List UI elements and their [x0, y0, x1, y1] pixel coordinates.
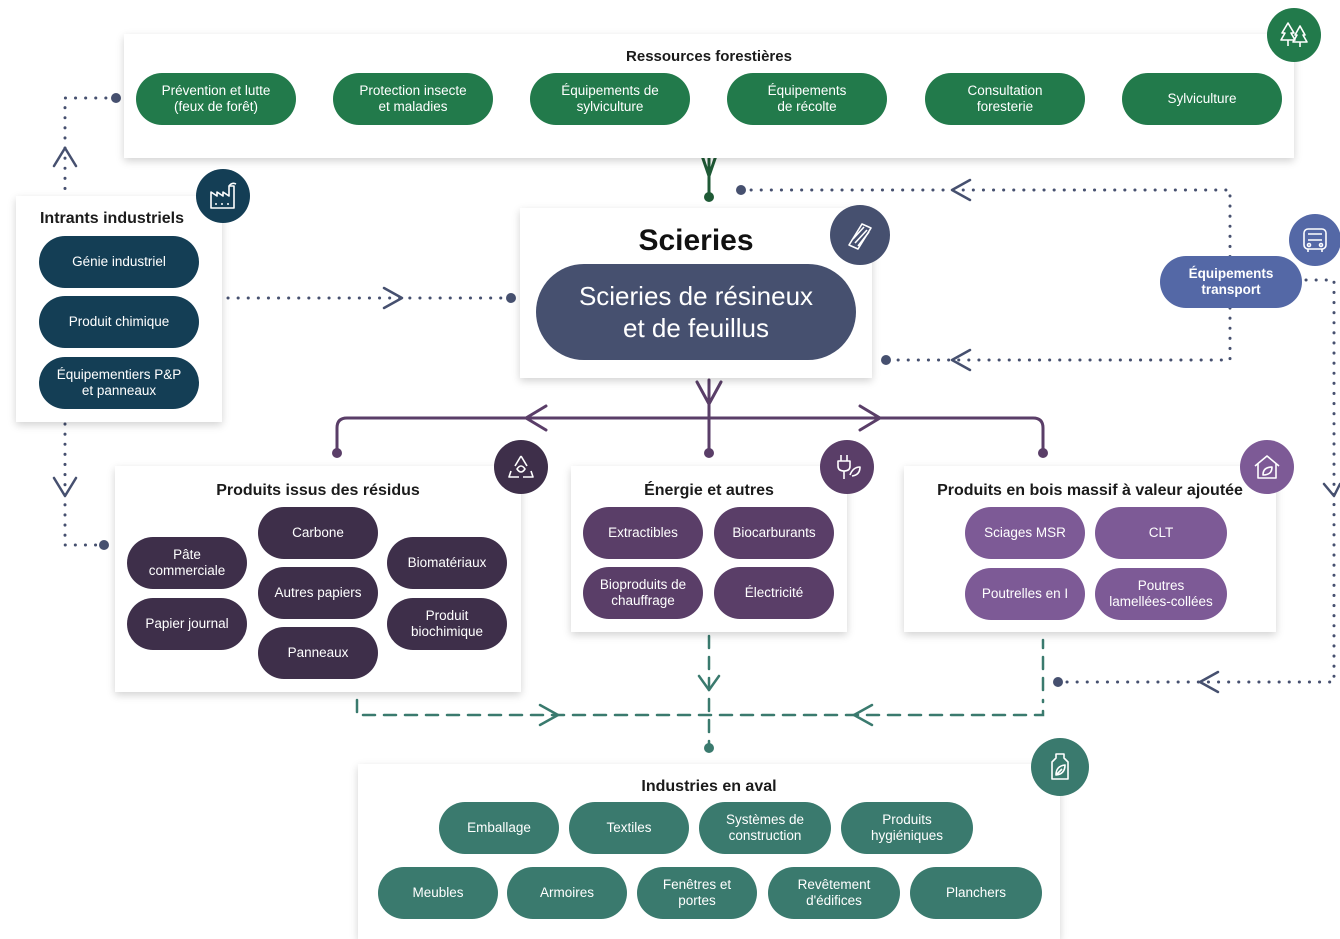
truck-icon	[1289, 214, 1340, 266]
aval-armoires[interactable]: Armoires	[507, 867, 627, 919]
energie-title: Énergie et autres	[644, 482, 774, 499]
resources-panel: Ressources forestières	[124, 34, 1294, 158]
scieries-panel: Scieries Scieries de résineux et de feui…	[520, 208, 872, 378]
bois-title: Produits en bois massif à valeur ajoutée	[937, 482, 1243, 499]
factory-icon	[196, 169, 250, 223]
bois-poutres-lamellees[interactable]: Poutres lamellées-collées	[1095, 568, 1227, 620]
energie-biocarburants[interactable]: Biocarburants	[714, 507, 834, 559]
residus-title: Produits issus des résidus	[216, 482, 420, 499]
residu-biochimique[interactable]: Produit biochimique	[387, 598, 507, 650]
residu-panneaux[interactable]: Panneaux	[258, 627, 378, 679]
aval-produits-hygieniques[interactable]: Produits hygiéniques	[841, 802, 973, 854]
scieries-title: Scieries	[638, 224, 754, 257]
residu-biomateriaux[interactable]: Biomatériaux	[387, 537, 507, 589]
resource-prevention[interactable]: Prévention et lutte (feux de forêt)	[136, 73, 296, 125]
resource-equipements-sylviculture[interactable]: Équipements de sylviculture	[530, 73, 690, 125]
aval-title: Industries en aval	[641, 778, 777, 795]
intrant-equipementiers[interactable]: Équipementiers P&P et panneaux	[39, 357, 199, 409]
bois-sciages-msr[interactable]: Sciages MSR	[965, 507, 1085, 559]
house-leaf-icon	[1240, 440, 1294, 494]
aval-meubles[interactable]: Meubles	[378, 867, 498, 919]
aval-textiles[interactable]: Textiles	[569, 802, 689, 854]
resource-consultation[interactable]: Consultation foresterie	[925, 73, 1085, 125]
residu-carbone[interactable]: Carbone	[258, 507, 378, 559]
bois-clt[interactable]: CLT	[1095, 507, 1227, 559]
intrants-title: Intrants industriels	[39, 210, 185, 227]
resources-title: Ressources forestières	[626, 48, 792, 65]
forest-trees-icon	[1267, 8, 1321, 62]
resource-protection[interactable]: Protection insecte et maladies	[333, 73, 493, 125]
energie-bioproduits[interactable]: Bioproduits de chauffrage	[583, 567, 703, 619]
aval-fenetres-portes[interactable]: Fenêtres et portes	[637, 867, 757, 919]
plug-leaf-icon	[820, 440, 874, 494]
aval-emballage[interactable]: Emballage	[439, 802, 559, 854]
aval-planchers[interactable]: Planchers	[910, 867, 1042, 919]
bois-poutrelles[interactable]: Poutrelles en I	[965, 568, 1085, 620]
energie-electricite[interactable]: Électricité	[714, 567, 834, 619]
resource-sylviculture[interactable]: Sylviculture	[1122, 73, 1282, 125]
lumber-icon	[830, 205, 890, 265]
intrant-genie[interactable]: Génie industriel	[39, 236, 199, 288]
aval-revetement[interactable]: Revêtement d'édifices	[768, 867, 900, 919]
aval-systemes-construction[interactable]: Systèmes de construction	[699, 802, 831, 854]
recycle-icon	[494, 440, 548, 494]
resource-equipements-recolte[interactable]: Équipements de récolte	[727, 73, 887, 125]
transport-pill[interactable]: Équipements transport	[1160, 256, 1302, 308]
scieries-main-pill[interactable]: Scieries de résineux et de feuillus	[536, 264, 856, 360]
energie-extractibles[interactable]: Extractibles	[583, 507, 703, 559]
residu-papier-journal[interactable]: Papier journal	[127, 598, 247, 650]
bottle-leaf-icon	[1031, 738, 1089, 796]
residu-pate[interactable]: Pâte commerciale	[127, 537, 247, 589]
intrant-chimique[interactable]: Produit chimique	[39, 296, 199, 348]
residu-autres-papiers[interactable]: Autres papiers	[258, 567, 378, 619]
